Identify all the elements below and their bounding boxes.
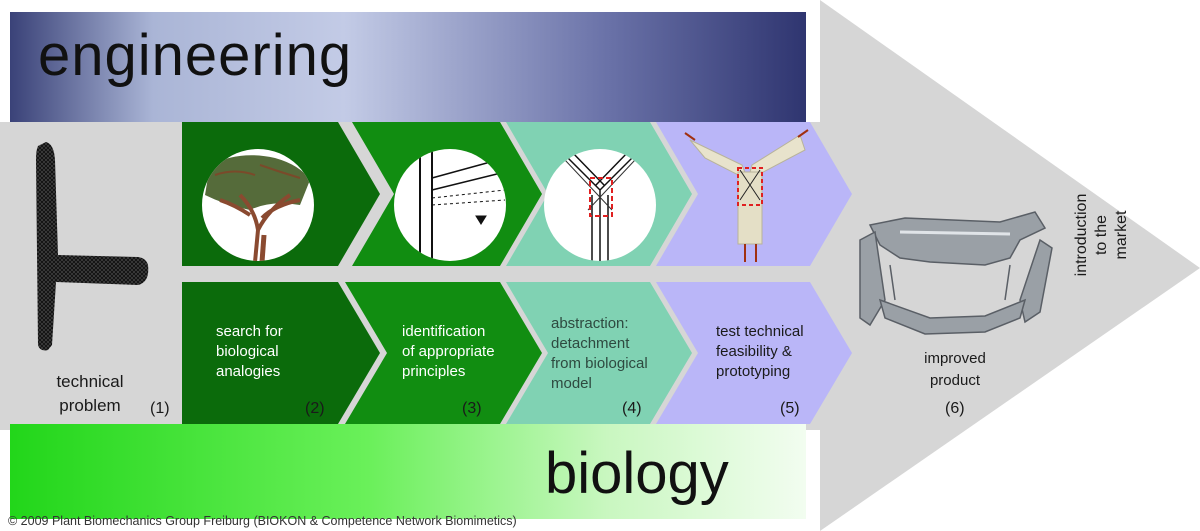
step-2-line: analogies (216, 363, 281, 380)
step-number-5: (5) (780, 400, 800, 417)
copyright-text: © 2009 Plant Biomechanics Group Freiburg… (8, 514, 517, 528)
step-5-line: feasibility & (716, 343, 792, 360)
market-label: introduction to the market (1072, 165, 1132, 305)
improved-product-label: improved product (900, 348, 1010, 392)
step-3-line: principles (402, 363, 466, 380)
step-3-label: identification of appropriate principles (402, 322, 495, 382)
step-4-line: detachment (551, 335, 630, 352)
step-4-line: from biological (551, 355, 648, 372)
prototype-image (684, 129, 809, 262)
step-number-3: (3) (462, 400, 482, 417)
tree-image (202, 149, 314, 261)
step-5-line: test technical (716, 323, 804, 340)
step-4-line: model (551, 375, 592, 392)
engineering-title: engineering (38, 23, 353, 88)
step-4-line: abstraction: (551, 315, 629, 332)
technical-problem-line2: problem (59, 396, 121, 415)
abstraction-sketch-image (544, 149, 656, 261)
step-number-4: (4) (622, 400, 642, 417)
market-line1: introduction (1073, 193, 1090, 277)
market-line3: market (1113, 210, 1130, 260)
step-4-label: abstraction: detachment from biological … (551, 314, 648, 394)
improved-product-image (859, 211, 1053, 335)
step-5-line: prototyping (716, 363, 791, 380)
step-number-2: (2) (305, 400, 325, 417)
chevron-bottom-3 (345, 282, 542, 424)
engineering-band (10, 12, 806, 122)
step-number-6: (6) (945, 400, 965, 417)
technical-problem-image (36, 142, 149, 351)
technical-problem-line1: technical (56, 372, 124, 391)
improved-product-line2: product (929, 372, 981, 389)
step-2-line: search for (216, 323, 283, 340)
step-number-1: (1) (150, 400, 170, 417)
step-5-label: test technical feasibility & prototyping (716, 322, 804, 382)
market-line2: to the (1093, 214, 1110, 256)
principle-sketch-image (394, 149, 506, 261)
step-2-line: biological (216, 343, 279, 360)
biology-title: biology (545, 441, 729, 506)
chevron-bottom-5 (656, 282, 852, 424)
technical-problem-label: technical problem (40, 370, 140, 418)
biology-band (10, 424, 806, 519)
chevron-bottom-4 (506, 282, 692, 424)
step-2-label: search for biological analogies (216, 322, 283, 382)
chevron-bottom-2 (182, 282, 380, 424)
step-3-line: of appropriate (402, 343, 495, 360)
step-3-line: identification (402, 323, 486, 340)
improved-product-line1: improved (924, 350, 986, 367)
